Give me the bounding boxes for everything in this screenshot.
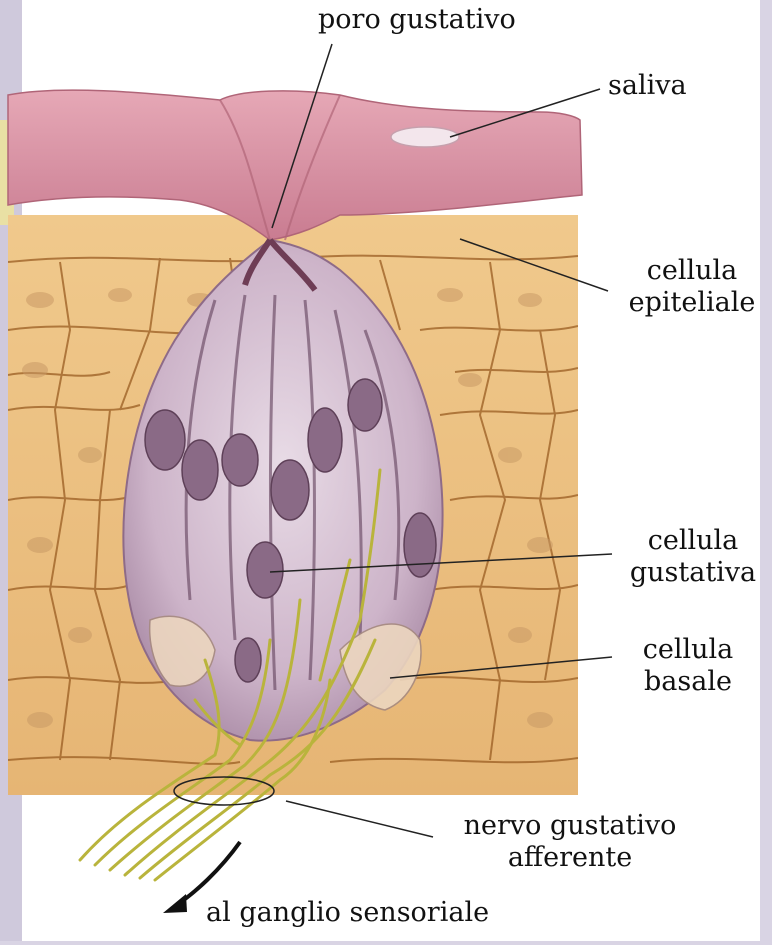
nucleus xyxy=(145,410,185,470)
label-epithelial-cell-line2: epiteliale xyxy=(618,287,766,319)
nucleus xyxy=(308,408,342,472)
label-to-ganglion: al ganglio sensoriale xyxy=(206,897,489,929)
label-gustatory-cell: cellula gustativa xyxy=(618,525,768,589)
label-gustatory-cell-line2: gustativa xyxy=(618,557,768,589)
label-saliva-text: saliva xyxy=(608,70,687,102)
nucleus xyxy=(271,460,309,520)
nucleus xyxy=(222,434,258,486)
saliva-droplet xyxy=(391,127,459,147)
nucleus xyxy=(404,513,436,577)
label-afferent-nerve-line1: nervo gustativo xyxy=(440,810,700,842)
label-to-ganglion-text: al ganglio sensoriale xyxy=(206,897,489,929)
label-basal-cell-line2: basale xyxy=(628,666,748,698)
label-epithelial-cell-line1: cellula xyxy=(618,255,766,287)
nucleus xyxy=(348,379,382,431)
label-basal-cell: cellula basale xyxy=(628,634,748,698)
label-epithelial-cell: cellula epiteliale xyxy=(618,255,766,319)
label-taste-pore-text: poro gustativo xyxy=(318,4,516,36)
nucleus xyxy=(247,542,283,598)
nucleus xyxy=(182,440,218,500)
label-gustatory-cell-line1: cellula xyxy=(618,525,768,557)
label-afferent-nerve-line2: afferente xyxy=(440,842,700,874)
nucleus xyxy=(235,638,261,682)
label-afferent-nerve: nervo gustativo afferente xyxy=(440,810,700,874)
label-taste-pore: poro gustativo xyxy=(318,4,516,36)
label-saliva: saliva xyxy=(608,70,687,102)
label-basal-cell-line1: cellula xyxy=(628,634,748,666)
